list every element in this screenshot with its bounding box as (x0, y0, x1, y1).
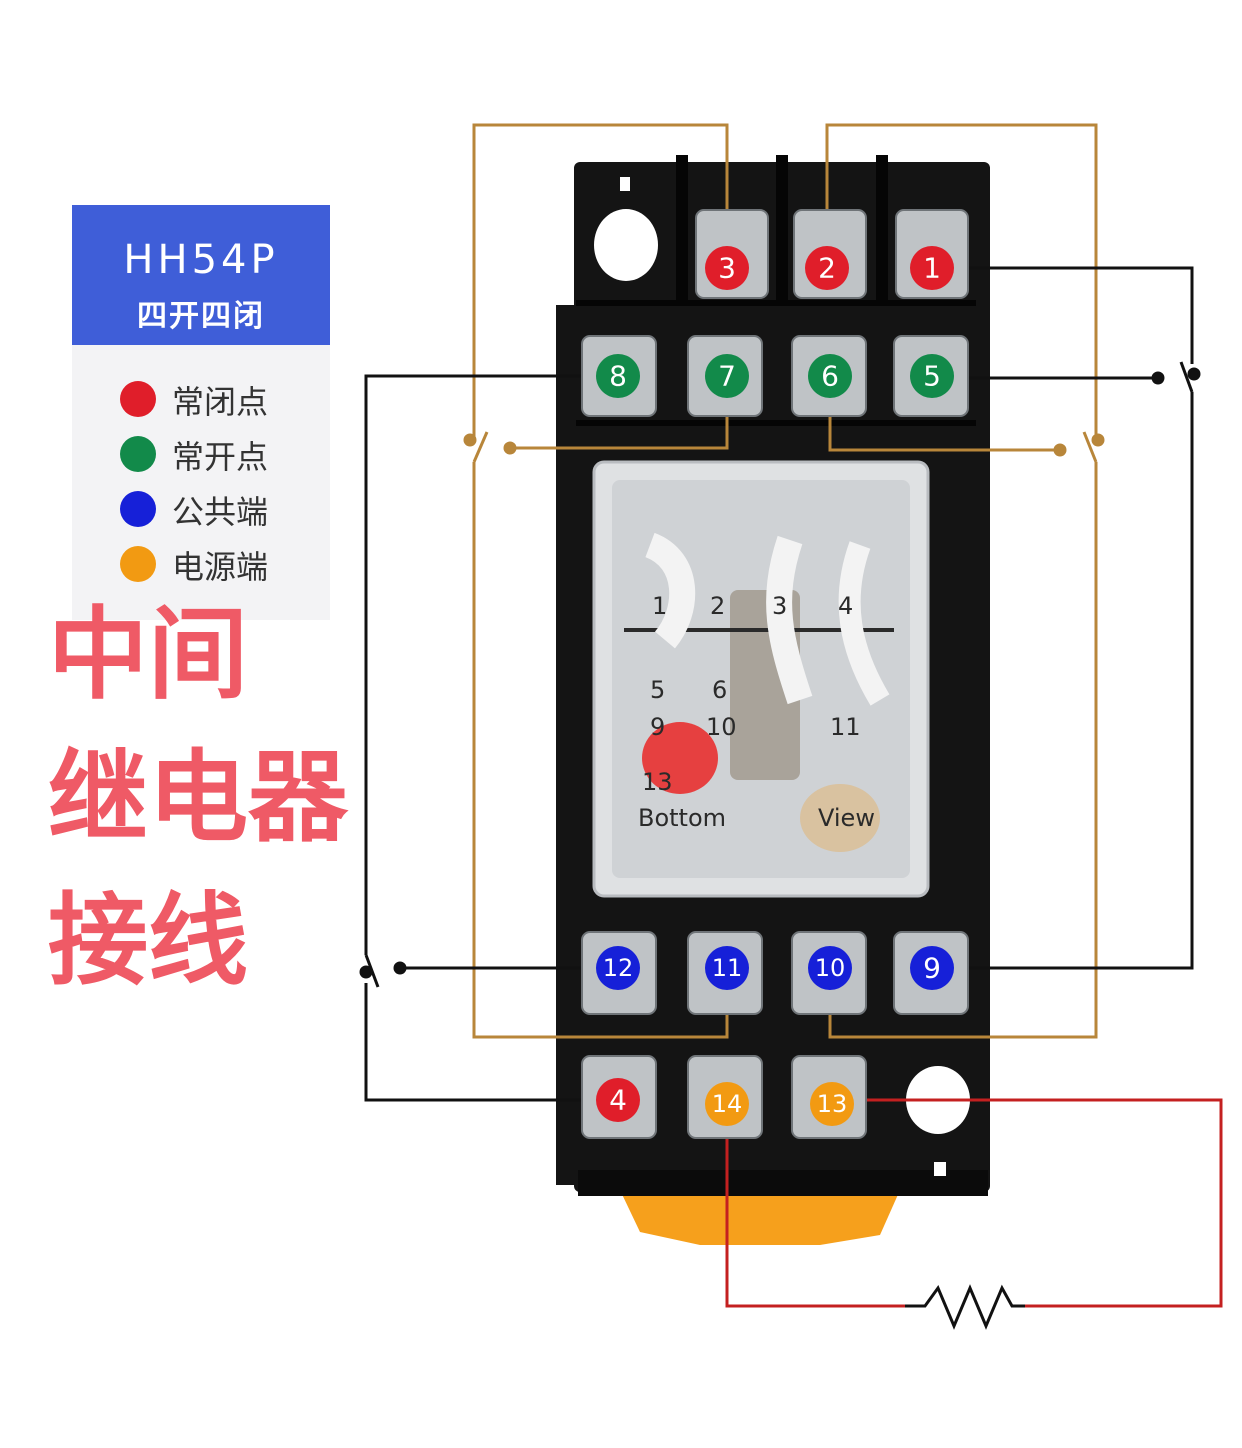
terminal-number: 13 (817, 1090, 848, 1118)
terminal-number: 5 (923, 360, 941, 393)
terminal-number: 3 (718, 252, 736, 285)
title-line-2: 继电器 (48, 739, 348, 856)
face-pin-4: 4 (838, 592, 853, 620)
terminal-badge (705, 946, 749, 990)
terminal-badge (808, 946, 852, 990)
blue-dot-icon (120, 491, 156, 527)
terminal-badge (910, 354, 954, 398)
terminal-14: 14 (705, 1082, 749, 1126)
screw-housings (581, 209, 969, 1139)
terminal-5: 5 (910, 354, 954, 398)
terminal-13: 13 (810, 1082, 854, 1126)
resistor-icon (905, 1284, 1025, 1330)
terminal-11: 11 (705, 946, 749, 990)
model-name: HH54P (123, 237, 279, 283)
terminal-number: 1 (923, 252, 941, 285)
face-bottom-label: Bottom (638, 804, 726, 832)
terminal-badge (705, 1082, 749, 1126)
terminal-number: 8 (609, 360, 627, 393)
legend-label: 公共端 (172, 493, 269, 531)
face-pin-6: 6 (712, 676, 727, 704)
terminal-number: 12 (603, 954, 634, 982)
terminal-6: 6 (808, 354, 852, 398)
face-pin-11: 11 (830, 713, 861, 741)
terminal-3: 3 (705, 246, 749, 290)
terminal-badge (810, 1082, 854, 1126)
terminal-badge (705, 354, 749, 398)
terminal-badge (808, 354, 852, 398)
terminal-badge (805, 246, 849, 290)
terminal-2: 2 (805, 246, 849, 290)
terminal-number: 2 (818, 252, 836, 285)
terminal-badge (910, 246, 954, 290)
terminal-7: 7 (705, 354, 749, 398)
terminal-badge (910, 946, 954, 990)
socket-bottom-tab (620, 1190, 900, 1245)
title-line-1: 中间 (48, 596, 248, 713)
face-pin-5: 5 (650, 676, 665, 704)
face-view-label: View (818, 804, 875, 832)
terminal-number: 4 (609, 1084, 627, 1117)
green-dot-icon (120, 436, 156, 472)
red-dot-icon (120, 381, 156, 417)
terminal-10: 10 (808, 946, 852, 990)
red-wires (725, 1098, 1223, 1308)
terminal-12: 12 (596, 946, 640, 990)
legend-label: 电源端 (172, 548, 269, 586)
face-pin-13: 13 (642, 768, 673, 796)
terminal-9: 9 (910, 946, 954, 990)
face-pin-9: 9 (650, 713, 665, 741)
terminal-number: 10 (815, 954, 846, 982)
face-pin-2: 2 (710, 592, 725, 620)
legend-header: HH54P 四开四闭 (72, 205, 330, 345)
face-pin-10: 10 (706, 713, 737, 741)
terminal-number: 7 (718, 360, 736, 393)
model-subtitle: 四开四闭 (137, 299, 265, 334)
terminal-number: 9 (923, 952, 941, 985)
terminal-badge (596, 946, 640, 990)
face-pin-3: 3 (772, 592, 787, 620)
terminal-number: 14 (712, 1090, 743, 1118)
terminal-badge (596, 1078, 640, 1122)
relay-body (592, 460, 930, 898)
legend-label: 常开点 (172, 438, 269, 476)
terminal-8: 8 (596, 354, 640, 398)
terminal-number: 6 (821, 360, 839, 393)
terminal-badge (596, 354, 640, 398)
face-pin-1: 1 (652, 592, 667, 620)
terminal-1: 1 (910, 246, 954, 290)
terminal-4: 4 (596, 1078, 640, 1122)
legend-label: 常闭点 (172, 383, 269, 421)
terminal-badge (705, 246, 749, 290)
title-line-3: 接线 (48, 882, 248, 999)
terminal-number: 11 (712, 954, 743, 982)
orange-dot-icon (120, 546, 156, 582)
